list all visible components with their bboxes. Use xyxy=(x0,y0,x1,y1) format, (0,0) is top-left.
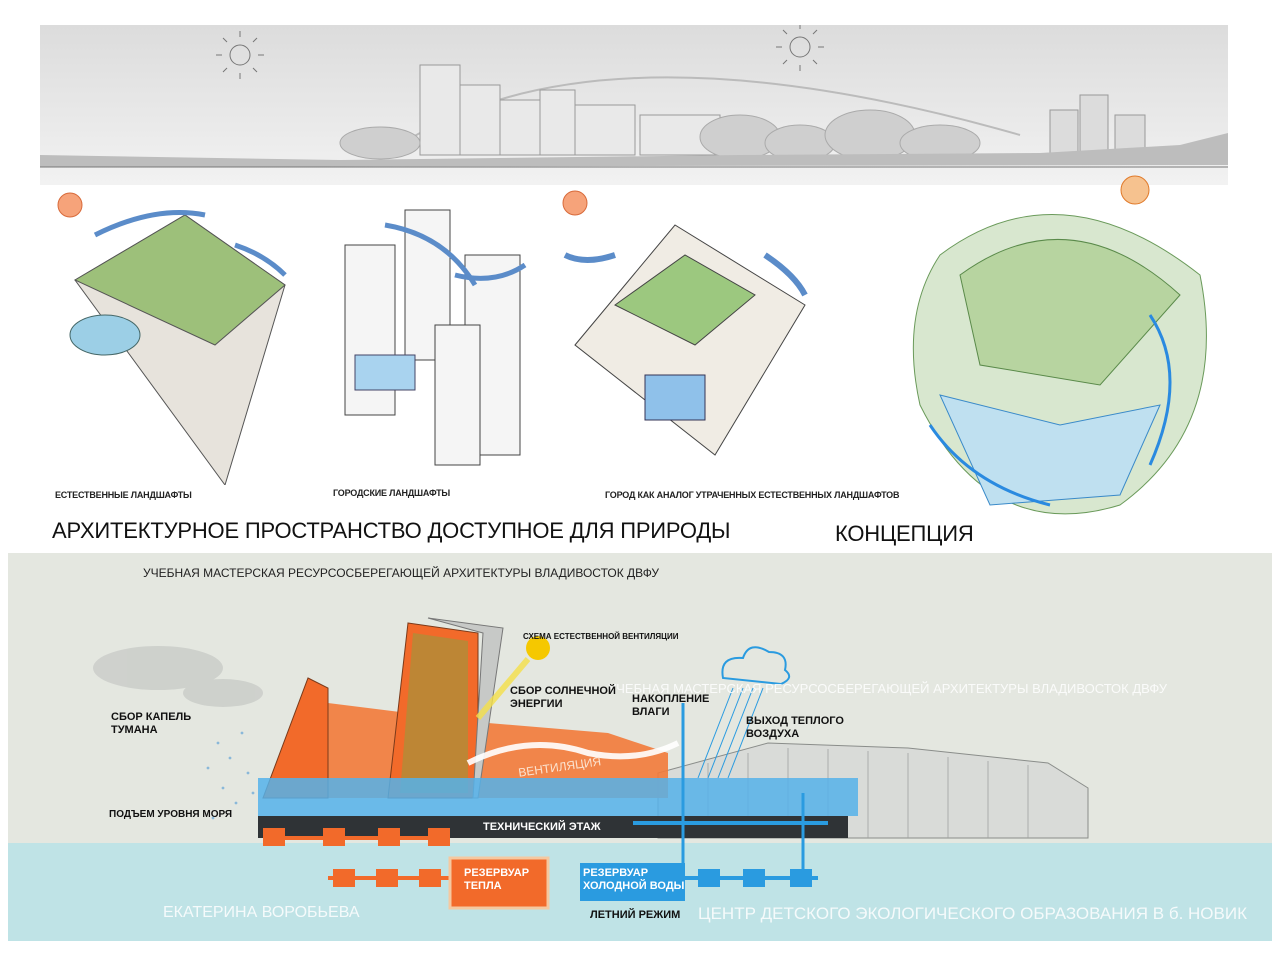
heat-pipe-network xyxy=(263,828,458,887)
solar-ray xyxy=(475,657,531,720)
label-heat-reservoir: РЕЗЕРВУАР ТЕПЛА xyxy=(464,867,530,892)
workshop-title: УЧЕБНАЯ МАСТЕРСКАЯ РЕСУРСОСБЕРЕГАЮЩЕЙ АР… xyxy=(143,566,659,580)
sun-icon xyxy=(57,192,83,218)
label-cold-water-reservoir: РЕЗЕРВУАР ХОЛОДНОЙ ВОДЫ xyxy=(583,867,685,892)
terraced-building-cluster xyxy=(419,64,721,156)
sketch-city-analog xyxy=(562,190,808,456)
project-title: ЦЕНТР ДЕТСКОГО ЭКОЛОГИЧЕСКОГО ОБРАЗОВАНИ… xyxy=(698,904,1247,923)
panorama-elevation-sketch xyxy=(40,25,1228,185)
heat-reservoir-box xyxy=(448,856,550,910)
rain-lines xyxy=(697,687,764,779)
label-fog-collection: СБОР КАПЕЛЬ ТУМАНА xyxy=(111,711,192,736)
sun-icon xyxy=(776,25,824,71)
right-tower-buildings xyxy=(1049,94,1146,156)
sun-icon xyxy=(1120,175,1150,205)
cold-water-reservoir-box xyxy=(580,863,685,901)
author-name: ЕКАТЕРИНА ВОРОБЬЕВА xyxy=(163,904,360,921)
label-summer-mode: ЛЕТНИЙ РЕЖИМ xyxy=(590,909,681,921)
label-solar-collection: СБОР СОЛНЕЧНОЙ ЭНЕРГИИ xyxy=(510,685,616,710)
fog-cloud-sketch xyxy=(93,646,263,707)
workshop-title-overlay: УЧЕБНАЯ МАСТЕРСКАЯ РЕСУРСОСБЕРЕГАЮЩЕЙ АР… xyxy=(608,681,1167,696)
wind-arrow-icon xyxy=(563,252,616,263)
cold-pipe-network xyxy=(633,703,828,887)
rain-cloud-icon xyxy=(721,646,791,686)
sun-icon xyxy=(526,636,550,660)
sun-icon xyxy=(216,31,264,79)
wind-arrow-icon xyxy=(454,262,527,281)
wind-arrow-icon xyxy=(384,222,478,287)
trees-silhouette xyxy=(339,109,981,162)
caption-city-analog: ГОРОД КАК АНАЛОГ УТРАЧЕННЫХ ЕСТЕСТВЕННЫХ… xyxy=(605,490,900,500)
fog-droplets xyxy=(206,731,255,820)
heading-architectural-space: АРХИТЕКТУРНОЕ ПРОСТРАНСТВО ДОСТУПНОЕ ДЛЯ… xyxy=(52,518,731,543)
cold-water-zone xyxy=(258,778,858,816)
ground-line xyxy=(40,133,1228,167)
label-technical-floor: ТЕХНИЧЕСКИЙ ЭТАЖ xyxy=(483,821,601,833)
sun-icon xyxy=(562,190,588,216)
label-sea-level-rise: ПОДЪЕМ УРОВНЯ МОРЯ xyxy=(109,809,233,820)
caption-natural-landscapes: ЕСТЕСТВЕННЫЕ ЛАНДШАФТЫ xyxy=(55,490,192,500)
heading-concept: КОНЦЕПЦИЯ xyxy=(835,521,974,546)
label-moisture-accumulation: НАКОПЛЕНИЕ ВЛАГИ xyxy=(632,693,710,718)
caption-urban-landscapes: ГОРОДСКИЕ ЛАНДШАФТЫ xyxy=(333,488,451,498)
ventilation-airflow xyxy=(466,740,680,766)
sketch-concept-globe xyxy=(912,175,1207,515)
wind-arrow-icon xyxy=(234,242,287,277)
label-warm-air-exit: ВЫХОД ТЕПЛОГО ВОЗДУХА xyxy=(746,715,844,740)
wind-arrow-icon xyxy=(763,252,808,297)
sketch-natural-landscape xyxy=(57,192,287,485)
building-section-panel: УЧЕБНАЯ МАСТЕРСКАЯ РЕСУРСОСБЕРЕГАЮЩЕЙ АР… xyxy=(8,553,1272,941)
section-drawing xyxy=(93,617,1089,910)
wind-arrow-icon xyxy=(93,210,206,238)
sketch-urban-landscape xyxy=(344,209,527,466)
label-ventilation-scheme: СХЕМА ЕСТЕСТВЕННОЙ ВЕНТИЛЯЦИИ xyxy=(523,632,679,641)
